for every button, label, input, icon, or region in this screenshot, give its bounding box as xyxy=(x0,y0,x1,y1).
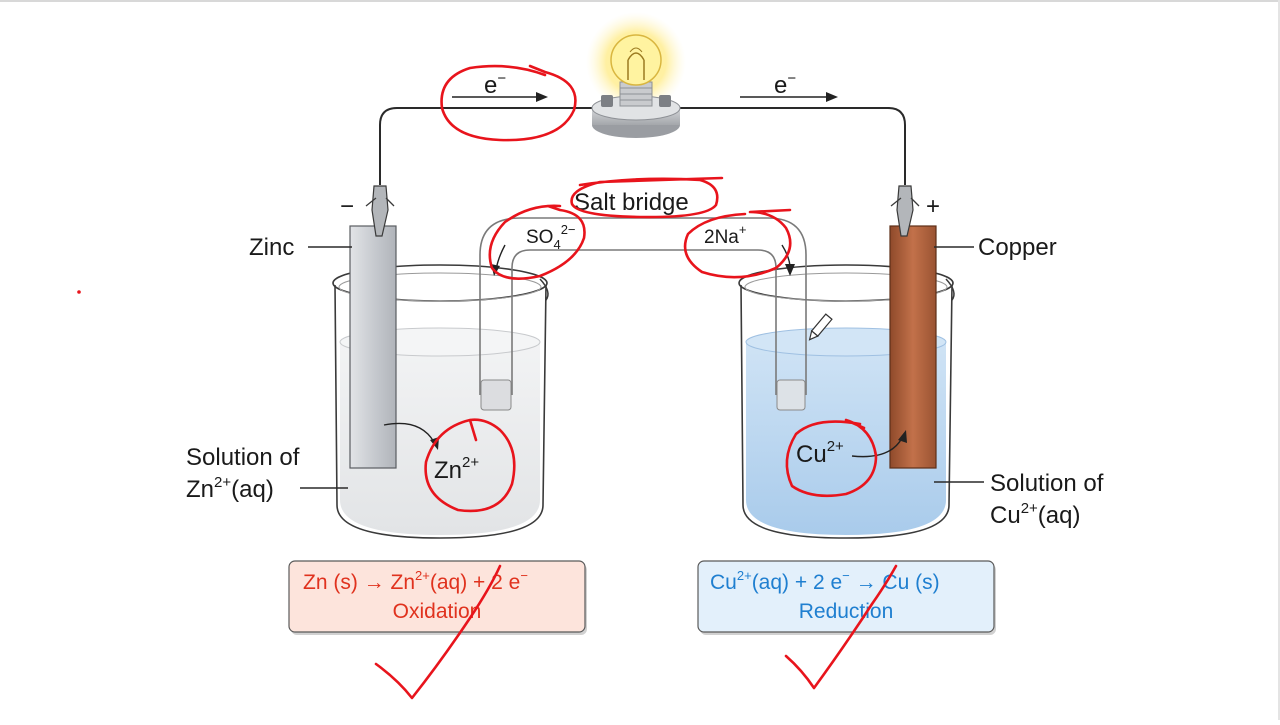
zinc-ion-label: Zn2+ xyxy=(434,454,479,484)
circle-copper-ion xyxy=(785,418,878,498)
alligator-clip-right xyxy=(890,185,920,237)
oxidation-box: Zn (s) → Zn2+(aq) + 2 e− Oxidation xyxy=(288,560,587,635)
copper-label: Copper xyxy=(978,234,1057,261)
wire-right xyxy=(675,107,906,185)
copper-ion-arrowhead xyxy=(898,430,907,443)
circle-sulfate xyxy=(488,204,586,280)
reduction-equation: Cu2+(aq) + 2 e− → Cu (s) xyxy=(710,568,940,594)
copper-electrode xyxy=(889,225,937,469)
circle-zinc-ion xyxy=(424,418,516,513)
light-bulb-icon xyxy=(586,12,686,138)
left-solution-line2: Zn2+(aq) xyxy=(186,474,274,503)
right-beaker xyxy=(738,264,955,539)
electron-label-left: e− xyxy=(484,70,506,99)
checkmark-reduction xyxy=(784,564,898,690)
left-solution-line1: Solution of xyxy=(186,444,300,471)
salt-bridge-label: Salt bridge xyxy=(574,189,689,216)
electron-arrow-right xyxy=(740,92,838,102)
right-solution-line2: Cu2+(aq) xyxy=(990,500,1080,529)
circle-electron-left xyxy=(440,64,577,142)
copper-ion-label: Cu2+ xyxy=(796,438,844,468)
circle-salt-bridge xyxy=(570,176,724,219)
wire-left xyxy=(379,107,600,185)
sulfate-label: SO42− xyxy=(526,222,576,252)
oxidation-equation: Zn (s) → Zn2+(aq) + 2 e− xyxy=(303,568,528,594)
ink-annotations xyxy=(77,64,898,700)
sodium-label: 2Na+ xyxy=(704,222,746,248)
cathode-sign: + xyxy=(926,193,940,220)
alligator-clip-left xyxy=(365,185,395,237)
electron-arrow-left xyxy=(452,92,548,102)
copper-ion-arrow xyxy=(851,437,903,458)
zinc-electrode xyxy=(349,225,397,469)
oxidation-label: Oxidation xyxy=(393,600,482,623)
right-solution-line1: Solution of xyxy=(990,470,1104,497)
ink-dot xyxy=(77,290,81,294)
anode-sign: − xyxy=(340,193,354,220)
reduction-label: Reduction xyxy=(799,600,894,623)
checkmark-oxidation xyxy=(374,564,502,700)
pencil-icon xyxy=(808,313,833,341)
left-beaker xyxy=(332,264,549,539)
zinc-label: Zinc xyxy=(249,234,294,261)
reduction-box: Cu2+(aq) + 2 e− → Cu (s) Reduction xyxy=(697,560,996,635)
electron-label-right: e− xyxy=(774,70,796,99)
zinc-ion-arrow xyxy=(383,422,435,443)
circle-sodium xyxy=(683,208,792,279)
